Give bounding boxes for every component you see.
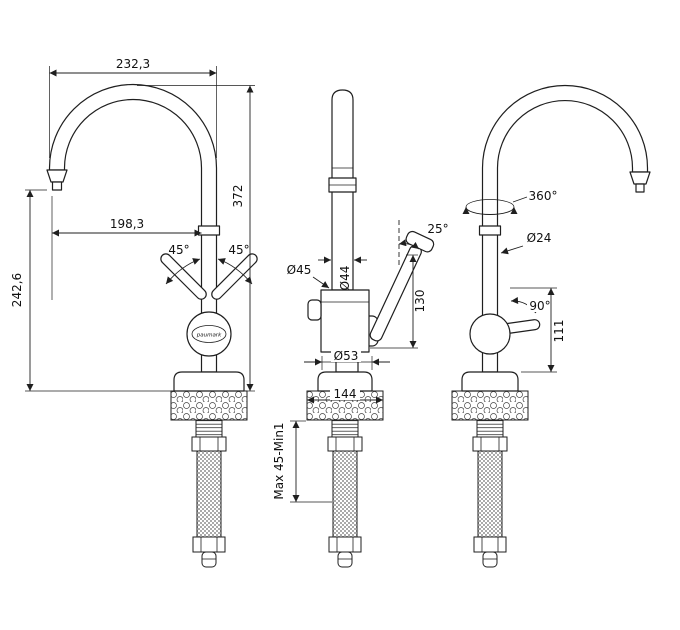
dimensions-front-view: 232,3 198,3 372 242,6 45° 45° xyxy=(10,57,255,392)
faucet-side-view xyxy=(306,89,435,568)
dim-lever-angle: 25° xyxy=(398,220,449,268)
dim-base-diameter: Ø53 xyxy=(304,349,390,370)
dim-right-handle-angle: 45° xyxy=(217,243,253,285)
mixer-lever xyxy=(369,230,435,342)
aerator-tip xyxy=(629,171,651,185)
faucet-front-view: paumark xyxy=(46,83,258,568)
base-flange xyxy=(317,371,373,392)
dim-overall-width-label: 232,3 xyxy=(116,57,150,71)
dim-spout-diameter-label: Ø24 xyxy=(527,231,552,245)
faucet-rear-view xyxy=(451,84,651,568)
dim-spout-height: 242,6 xyxy=(10,189,174,392)
supply-hose-assembly xyxy=(306,390,384,568)
dim-cartridge-diameter: Ø44 xyxy=(318,256,367,291)
base-flange xyxy=(173,371,245,392)
dim-handle-angle: 90° xyxy=(510,297,553,314)
dim-swivel-angle-label: 360° xyxy=(529,189,558,203)
dim-lever-height: 130 xyxy=(370,254,427,349)
dim-base-diameter-label: Ø53 xyxy=(334,349,359,363)
supply-hose-assembly xyxy=(451,390,529,568)
dim-cartridge-diameter-label: Ø44 xyxy=(338,266,352,291)
swivel-collar xyxy=(197,225,221,236)
dim-base-width: 144 xyxy=(307,387,383,404)
mixer-body xyxy=(320,289,370,353)
brand-logo: paumark xyxy=(196,333,222,339)
dim-mounting-range: Max 45-Min1 xyxy=(272,420,332,503)
dim-spout-height-label: 242,6 xyxy=(10,273,24,307)
dim-right-handle-angle-label: 45° xyxy=(228,243,249,257)
dim-spout-diameter: Ø24 xyxy=(500,231,552,255)
valve-body-sphere xyxy=(469,313,511,355)
dim-overall-width: 232,3 xyxy=(49,57,217,158)
base-flange xyxy=(461,371,519,392)
left-handle-lever xyxy=(160,253,207,300)
right-handle-lever xyxy=(211,253,258,300)
swivel-collar xyxy=(478,225,502,236)
logo-badge xyxy=(191,325,227,343)
dim-spout-reach: 198,3 xyxy=(51,196,202,300)
dim-body-diameter: Ø45 xyxy=(287,263,330,289)
aerator-nozzle xyxy=(635,183,645,193)
dim-total-height-label: 372 xyxy=(231,185,245,208)
aerator-nozzle xyxy=(51,181,63,191)
dim-base-width-label: 144 xyxy=(334,387,357,401)
dim-handle-angle-label: 90° xyxy=(529,299,550,313)
aerator-tip xyxy=(46,169,68,183)
dim-swivel-angle: 360° xyxy=(462,189,558,215)
dim-total-height: 372 xyxy=(137,85,255,392)
dim-lever-angle-label: 25° xyxy=(427,222,448,236)
gooseneck-spout xyxy=(48,83,218,373)
dimensions-side-view: 25° Ø45 Ø44 130 Ø53 14 xyxy=(272,220,449,503)
supply-hose-assembly xyxy=(170,390,248,568)
gooseneck-spout xyxy=(481,84,649,373)
dim-body-height: 111 xyxy=(510,287,566,373)
dim-mounting-range-label: Max 45-Min1 xyxy=(272,422,286,499)
dim-body-diameter-label: Ø45 xyxy=(287,263,312,277)
dim-left-handle-angle: 45° xyxy=(165,243,201,285)
side-outlet-nub xyxy=(307,299,322,321)
dimensions-rear-view: 360° Ø24 90° 111 xyxy=(462,189,566,373)
dim-lever-height-label: 130 xyxy=(413,290,427,313)
dim-body-height-label: 111 xyxy=(552,320,566,343)
dim-left-handle-angle-label: 45° xyxy=(168,243,189,257)
dim-spout-reach-label: 198,3 xyxy=(110,217,144,231)
